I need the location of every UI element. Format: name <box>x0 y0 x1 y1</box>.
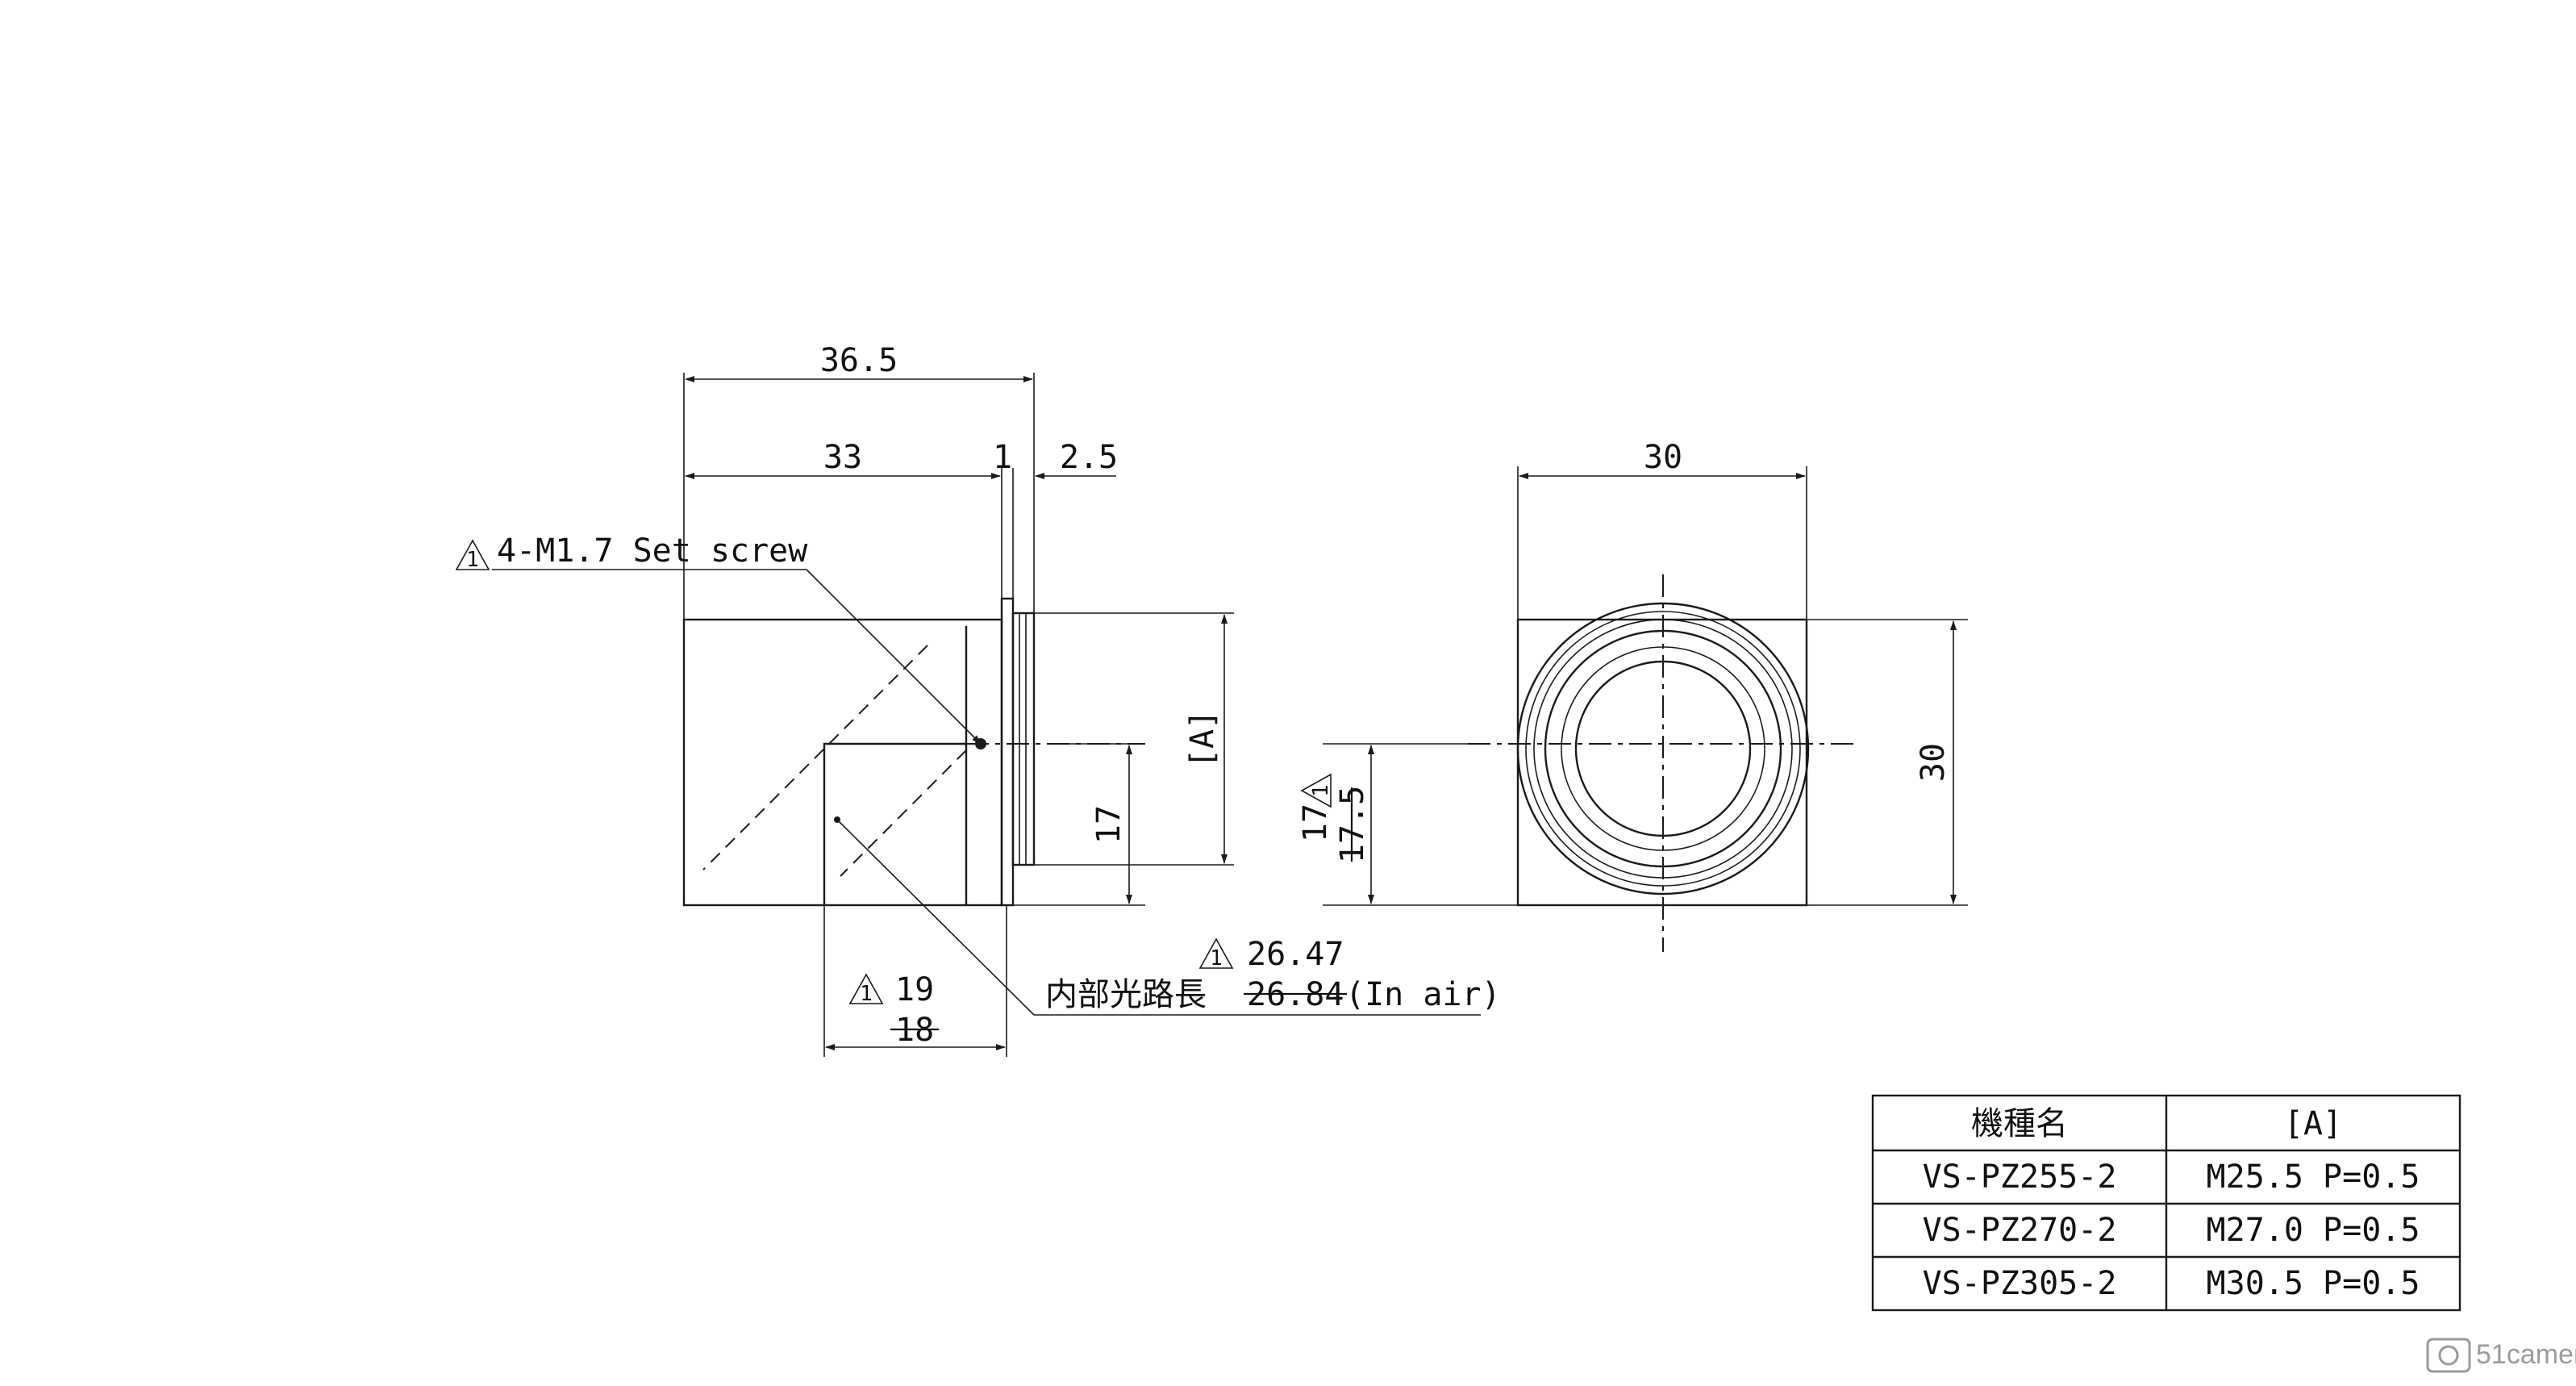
dim-36-5: 36.5 <box>820 342 898 379</box>
table-cell-model: VS-PZ270-2 <box>1923 1212 2117 1249</box>
dim-2-5: 2.5 <box>1060 439 1118 476</box>
svg-text:1: 1 <box>860 982 873 1006</box>
dim-thread-a: [A] <box>1184 710 1221 768</box>
side-mount <box>1011 612 1036 866</box>
table-header-thread: [A] <box>2284 1105 2342 1142</box>
revision-mark-front-17: 1 <box>1300 773 1333 808</box>
dim-19-revised: 19 <box>895 971 934 1008</box>
svg-text:1: 1 <box>466 548 479 572</box>
dim-front-height: 30 <box>1915 743 1952 782</box>
revision-mark-19: 1 <box>848 973 884 1006</box>
svg-text:51camera: 51camera <box>2476 1339 2576 1370</box>
table-cell-thread: M25.5 P=0.5 <box>2207 1158 2420 1196</box>
table-cell-thread: M30.5 P=0.5 <box>2207 1265 2420 1302</box>
model-table: 機種名 [A] VS-PZ255-2 M25.5 P=0.5 VS-PZ270-… <box>1871 1094 2461 1312</box>
revision-mark-set-screw: 1 <box>455 539 490 572</box>
table-cell-model: VS-PZ305-2 <box>1923 1265 2117 1302</box>
note-set-screw: 4-M1.7 Set screw <box>497 532 808 570</box>
side-inner-outline <box>823 742 966 905</box>
mirror-dashed-line <box>702 645 928 870</box>
note-optical-path-suffix: (In air) <box>1345 976 1501 1013</box>
revision-mark-optical-path: 1 <box>1198 937 1234 971</box>
watermark-logo: 51camera <box>2426 1338 2576 1373</box>
front-view: 30 30 <box>1323 439 1968 952</box>
side-flange <box>1000 597 1015 907</box>
table-header-model: 機種名 <box>1971 1105 2068 1142</box>
side-view: 36.5 33 1 2.5 [A] 17 <box>492 342 1481 1057</box>
dim-front-width: 30 <box>1644 439 1682 476</box>
note-optical-path-label: 内部光路長 <box>1045 976 1207 1013</box>
svg-text:1: 1 <box>1309 784 1333 797</box>
table-cell-thread: M27.0 P=0.5 <box>2207 1212 2420 1249</box>
table-cell-model: VS-PZ255-2 <box>1923 1158 2117 1196</box>
dim-1: 1 <box>993 439 1012 476</box>
dim-33: 33 <box>823 439 862 476</box>
dim-17: 17 <box>1090 805 1128 844</box>
side-body-outline <box>682 618 1003 907</box>
note-revised-optical-path: 26.47 <box>1247 936 1344 973</box>
svg-text:1: 1 <box>1210 946 1223 971</box>
dim-front-17-revised: 17 <box>1297 804 1334 842</box>
